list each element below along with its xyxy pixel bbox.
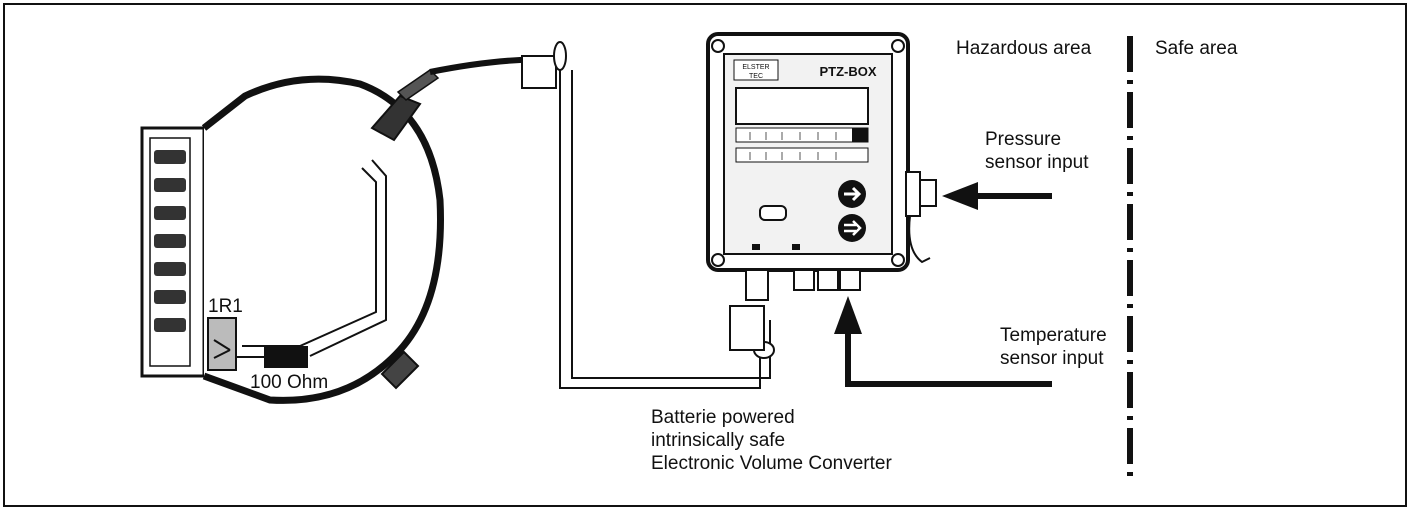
resistor-id-label: 1R1 — [208, 296, 243, 317]
meter-body — [201, 75, 444, 404]
display-legend-row-1 — [735, 127, 869, 143]
temperature-input-arrow — [834, 296, 1052, 387]
lcd-display — [735, 87, 869, 125]
converter-description-line-3: Electronic Volume Converter — [651, 453, 892, 474]
cable-ferrite-top — [553, 41, 567, 71]
resistor-value-label: 100 Ohm — [250, 372, 329, 393]
converter-description-line-1: Batterie powered — [651, 407, 795, 428]
meter-side-plug — [380, 350, 420, 390]
brand-line-2: TEC — [749, 73, 763, 80]
brand-line-1: ELSTER — [742, 64, 769, 71]
gas-meter — [140, 69, 444, 404]
resistor-100ohm — [264, 346, 308, 368]
signal-cable — [429, 41, 775, 389]
pressure-sensor-label-line-1: Pressure — [985, 129, 1062, 150]
cable-clamp-top — [521, 55, 557, 89]
optical-port — [759, 205, 787, 221]
pressure-sensor-label-line-2: sensor input — [985, 152, 1089, 173]
pressure-input-arrow — [942, 182, 1052, 210]
converter-button-2 — [838, 214, 866, 242]
brand-logo — [733, 59, 779, 81]
pressure-sensor-label: Pressure sensor input — [985, 128, 1089, 174]
display-legend-row-2 — [735, 147, 869, 163]
temperature-sensor-label: Temperature sensor input — [1000, 324, 1107, 370]
bottom-cable-glands — [745, 269, 861, 301]
meter-digit-wheels — [154, 150, 186, 332]
pressure-port — [905, 171, 937, 264]
converter-description-label: Batterie powered intrinsically safe Elec… — [651, 406, 892, 475]
temperature-sensor-label-line-1: Temperature — [1000, 325, 1107, 346]
volume-converter: ELSTER TEC PTZ-BOX — [706, 32, 937, 301]
safe-area-label: Safe area — [1155, 38, 1238, 59]
diagram-frame — [3, 3, 1407, 507]
model-label: PTZ-BOX — [819, 64, 876, 79]
temperature-sensor-label-line-2: sensor input — [1000, 348, 1104, 369]
converter-description-line-2: intrinsically safe — [651, 430, 786, 451]
hazardous-area-label: Hazardous area — [956, 38, 1092, 59]
meter-cable-gland — [370, 94, 422, 142]
